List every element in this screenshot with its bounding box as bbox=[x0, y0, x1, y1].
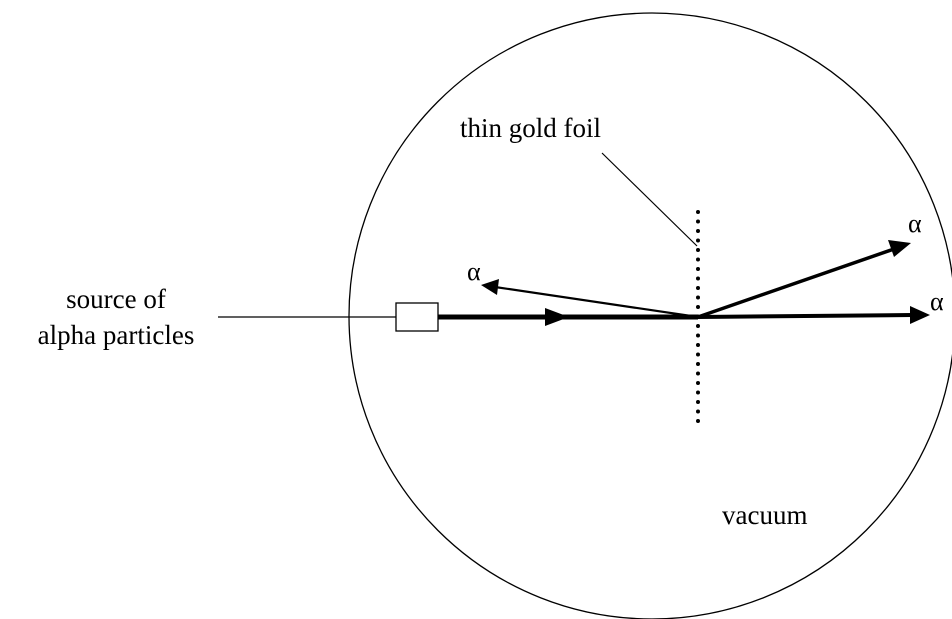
alpha-label-undeflected: α bbox=[930, 287, 944, 316]
source-label-line2: alpha particles bbox=[38, 320, 195, 350]
undeflected-beam-arrowhead bbox=[910, 306, 930, 324]
foil-label: thin gold foil bbox=[460, 113, 601, 143]
incident-beam-arrowhead bbox=[545, 308, 569, 326]
alpha-source-box bbox=[395, 302, 439, 332]
alpha-label-deflected: α bbox=[908, 209, 922, 238]
undeflected-beam bbox=[697, 313, 913, 319]
deflected-beam-arrowhead bbox=[888, 240, 911, 257]
foil-leader-line bbox=[601, 152, 698, 247]
deflected-beam bbox=[697, 247, 895, 319]
backscattered-beam bbox=[494, 285, 699, 319]
alpha-label-backscattered: α bbox=[467, 257, 481, 286]
source-label-line1: source of bbox=[66, 284, 166, 314]
backscattered-beam-arrowhead bbox=[481, 279, 499, 295]
vacuum-chamber-circle bbox=[348, 12, 952, 619]
vacuum-label: vacuum bbox=[722, 500, 807, 530]
